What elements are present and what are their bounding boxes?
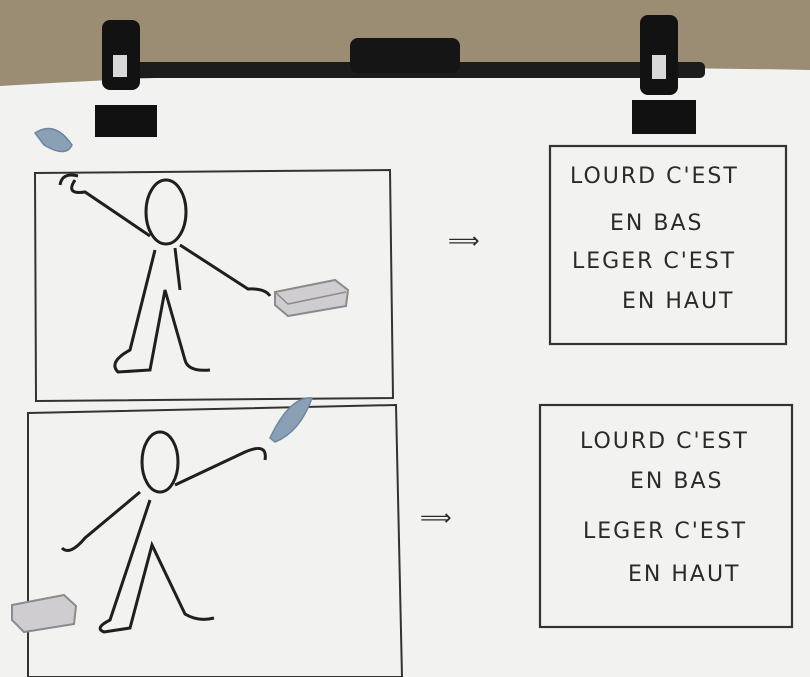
top-line-1: LOURD C'EST bbox=[570, 164, 739, 189]
bottom-line-4: EN HAUT bbox=[628, 562, 740, 587]
top-line-4: EN HAUT bbox=[622, 289, 734, 314]
implies-arrow-top: ⟹ bbox=[448, 229, 482, 254]
bottom-line-2: EN BAS bbox=[630, 469, 723, 494]
top-line-3: LEGER C'EST bbox=[572, 249, 736, 274]
bottom-line-3: LEGER C'EST bbox=[583, 519, 747, 544]
implies-arrow-bottom: ⟹ bbox=[420, 506, 454, 531]
hanger-hook bbox=[350, 38, 460, 73]
top-line-2: EN BAS bbox=[610, 211, 703, 236]
bottom-line-1: LOURD C'EST bbox=[580, 429, 749, 454]
